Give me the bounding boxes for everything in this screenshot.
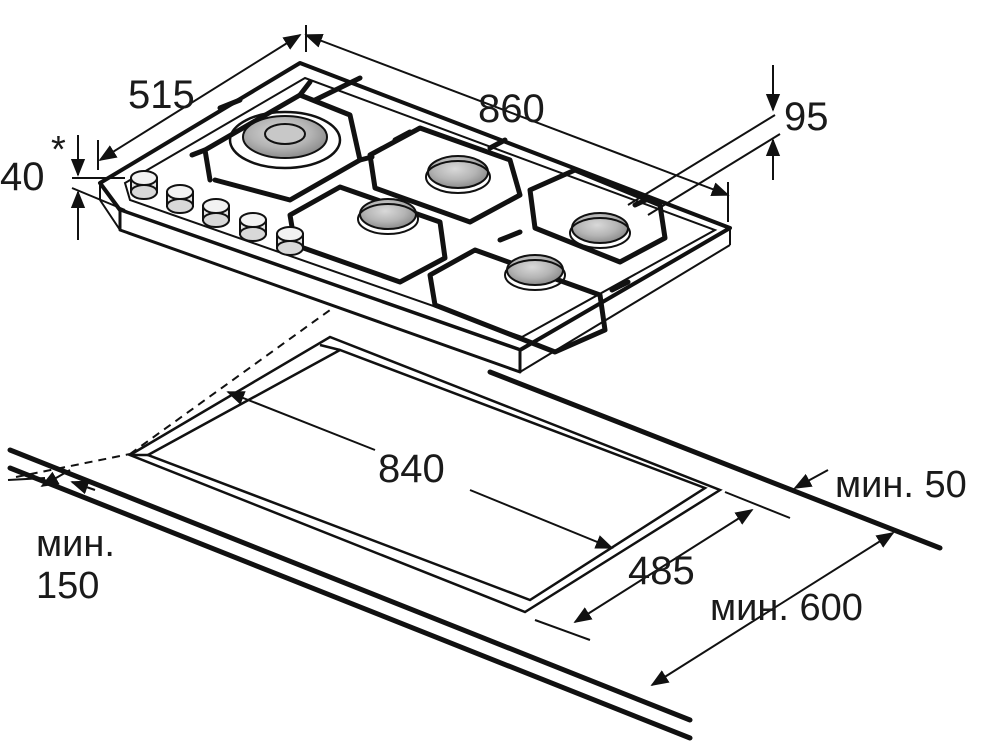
dim-485-ext-top (724, 491, 791, 519)
dimension-labels: 515 860 95 40 * 840 485 мин. 50 мин. 600… (0, 73, 967, 629)
label-min-150-line1: мин. (36, 523, 115, 565)
knob-2 (166, 184, 194, 214)
label-95: 95 (784, 95, 829, 139)
countertop-front-edge-bottom (7, 465, 693, 741)
label-min-150-line2: 150 (36, 565, 99, 607)
dim-600-line (650, 532, 895, 686)
countertop-left-dashed-upper (129, 309, 331, 455)
dim-150-ext (7, 477, 46, 481)
dim-50-arrow (793, 469, 829, 489)
label-515: 515 (128, 73, 195, 117)
label-485: 485 (628, 549, 695, 593)
grate-right-front (427, 247, 608, 355)
dim-150-arrow-2 (70, 480, 96, 495)
dimension-lines (7, 25, 895, 686)
dim-95-ext-1 (627, 114, 776, 206)
dim-515-line (98, 34, 302, 161)
label-min-600: мин. 600 (710, 587, 863, 629)
label-860: 860 (478, 87, 545, 131)
countertop (7, 309, 943, 741)
countertop-back-edge (487, 369, 943, 551)
label-840: 840 (378, 447, 445, 491)
dim-840-left (226, 391, 376, 451)
dim-840-right (469, 489, 614, 549)
burner-front-right (504, 254, 566, 291)
burner-rear-middle (425, 155, 491, 194)
cutout-outer (127, 335, 723, 614)
knob-3 (202, 198, 230, 228)
cutout-opening (127, 335, 723, 614)
label-40-asterisk: * (51, 129, 66, 171)
knob-1 (130, 170, 158, 200)
dim-150-arrow-1 (40, 469, 71, 487)
dim-95-ext-2 (647, 133, 781, 216)
knob-5 (276, 226, 304, 256)
dim-485-ext-bottom (534, 619, 591, 641)
burner-front-middle (357, 198, 419, 235)
knob-4 (239, 212, 267, 242)
cutout-inner (145, 348, 708, 602)
dim-860-line (304, 34, 730, 196)
countertop-left-dashed (15, 453, 131, 478)
countertop-front-edge-top (7, 447, 693, 723)
label-40: 40 (0, 155, 45, 199)
burner-rear-right (569, 212, 631, 249)
label-min-50: мин. 50 (835, 464, 967, 506)
control-knobs (130, 170, 304, 256)
